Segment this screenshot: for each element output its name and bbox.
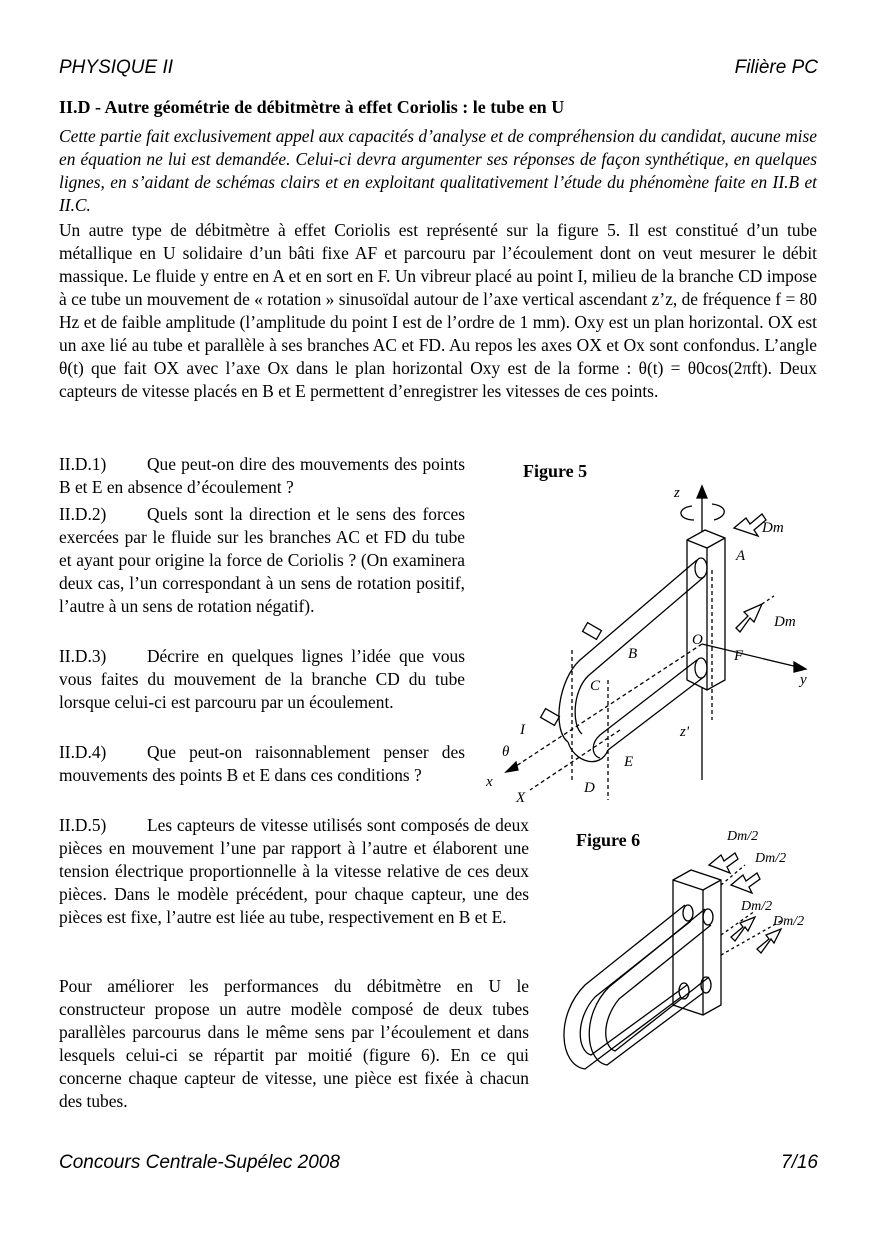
- label-B: B: [628, 646, 637, 662]
- x-axis: [509, 643, 703, 771]
- question-number: II.D.5): [59, 815, 107, 835]
- X-axis: [529, 729, 621, 791]
- section-title: II.D - Autre géométrie de débitmètre à e…: [59, 97, 565, 117]
- question-3: II.D.3)Décrire en quelques lignes l’idée…: [59, 645, 465, 714]
- main-paragraph: Un autre type de débitmètre à effet Cori…: [59, 220, 817, 401]
- label-O: O: [692, 632, 703, 648]
- flow-arrow-icon: [729, 872, 761, 895]
- rotation-arrow-icon: [680, 505, 695, 521]
- figure-5-label: Figure 5: [523, 461, 588, 481]
- question-text: Quels sont la direction et le sens des f…: [59, 504, 465, 616]
- question-1: II.D.1)Que peut-on dire des mouvements d…: [59, 453, 465, 499]
- header-left: PHYSIQUE II: [59, 57, 174, 78]
- label-d2: Dm/2: [754, 851, 786, 866]
- question-number: II.D.3): [59, 646, 107, 666]
- intro-paragraph: Cette partie fait exclusivement appel au…: [59, 126, 817, 215]
- question-5: II.D.5)Les capteurs de vitesse utilisés …: [59, 814, 529, 929]
- frame-block: [686, 529, 726, 691]
- question-4: II.D.4)Que peut-on raisonnablement pense…: [59, 741, 465, 787]
- question-text: Que peut-on dire des mouvements des poin…: [59, 454, 465, 497]
- sensor-B: [581, 621, 603, 641]
- label-d1: Dm/2: [726, 829, 758, 844]
- header-right: Filière PC: [734, 57, 818, 78]
- sensor-E: [539, 707, 561, 727]
- question-2: II.D.2)Quels sont la direction et le sen…: [59, 503, 465, 618]
- label-zp: z': [679, 724, 690, 740]
- frame-block: [672, 869, 722, 1016]
- question-text: Décrire en quelques lignes l’idée que vo…: [59, 646, 465, 712]
- rotation-arrow-icon: [711, 503, 725, 521]
- label-y: y: [798, 672, 807, 688]
- flow-arrow-icon: [730, 915, 757, 943]
- flow-in-arrow-icon: [732, 513, 767, 538]
- flow-arrow-icon: [707, 852, 739, 875]
- y-axis: [701, 643, 803, 669]
- question-number: II.D.4): [59, 742, 107, 762]
- label-A: A: [735, 548, 746, 564]
- label-d4: Dm/2: [772, 914, 804, 929]
- flow-out-arrow-icon: [735, 602, 764, 634]
- label-D: D: [583, 780, 595, 796]
- closing-paragraph: Pour améliorer les performances du débit…: [59, 976, 529, 1111]
- footer-right: 7/16: [781, 1152, 818, 1173]
- label-X: X: [515, 790, 526, 806]
- tube-lower: [592, 659, 698, 759]
- label-E: E: [623, 754, 633, 770]
- footer-left: Concours Centrale-Supélec 2008: [59, 1152, 340, 1173]
- tube-upper: [558, 559, 698, 743]
- label-I: I: [519, 722, 526, 738]
- label-F: F: [733, 648, 744, 664]
- label-z: z: [673, 485, 680, 501]
- label-C: C: [590, 678, 601, 694]
- question-text: Les capteurs de vitesse utilisés sont co…: [59, 815, 529, 927]
- flow-arrow-icon: [756, 927, 783, 955]
- question-number: II.D.2): [59, 504, 107, 524]
- figure-6-diagram: Dm/2 Dm/2 Dm/2 Dm/2: [563, 829, 804, 1070]
- figure-5-diagram: z Dm A Dm O F y B C I θ z' E x X D: [485, 484, 808, 806]
- question-number: II.D.1): [59, 454, 107, 474]
- label-d3: Dm/2: [740, 899, 772, 914]
- label-theta: θ: [502, 744, 510, 760]
- tube-2: [588, 908, 706, 1066]
- question-text: Que peut-on raisonnablement penser des m…: [59, 742, 465, 785]
- z-axis-arrow: [696, 484, 708, 499]
- label-Dm-right: Dm: [773, 614, 796, 630]
- tube-1: [563, 904, 686, 1070]
- label-x: x: [485, 774, 493, 790]
- label-Dm-top: Dm: [761, 520, 784, 536]
- figure-6-label: Figure 6: [576, 830, 641, 850]
